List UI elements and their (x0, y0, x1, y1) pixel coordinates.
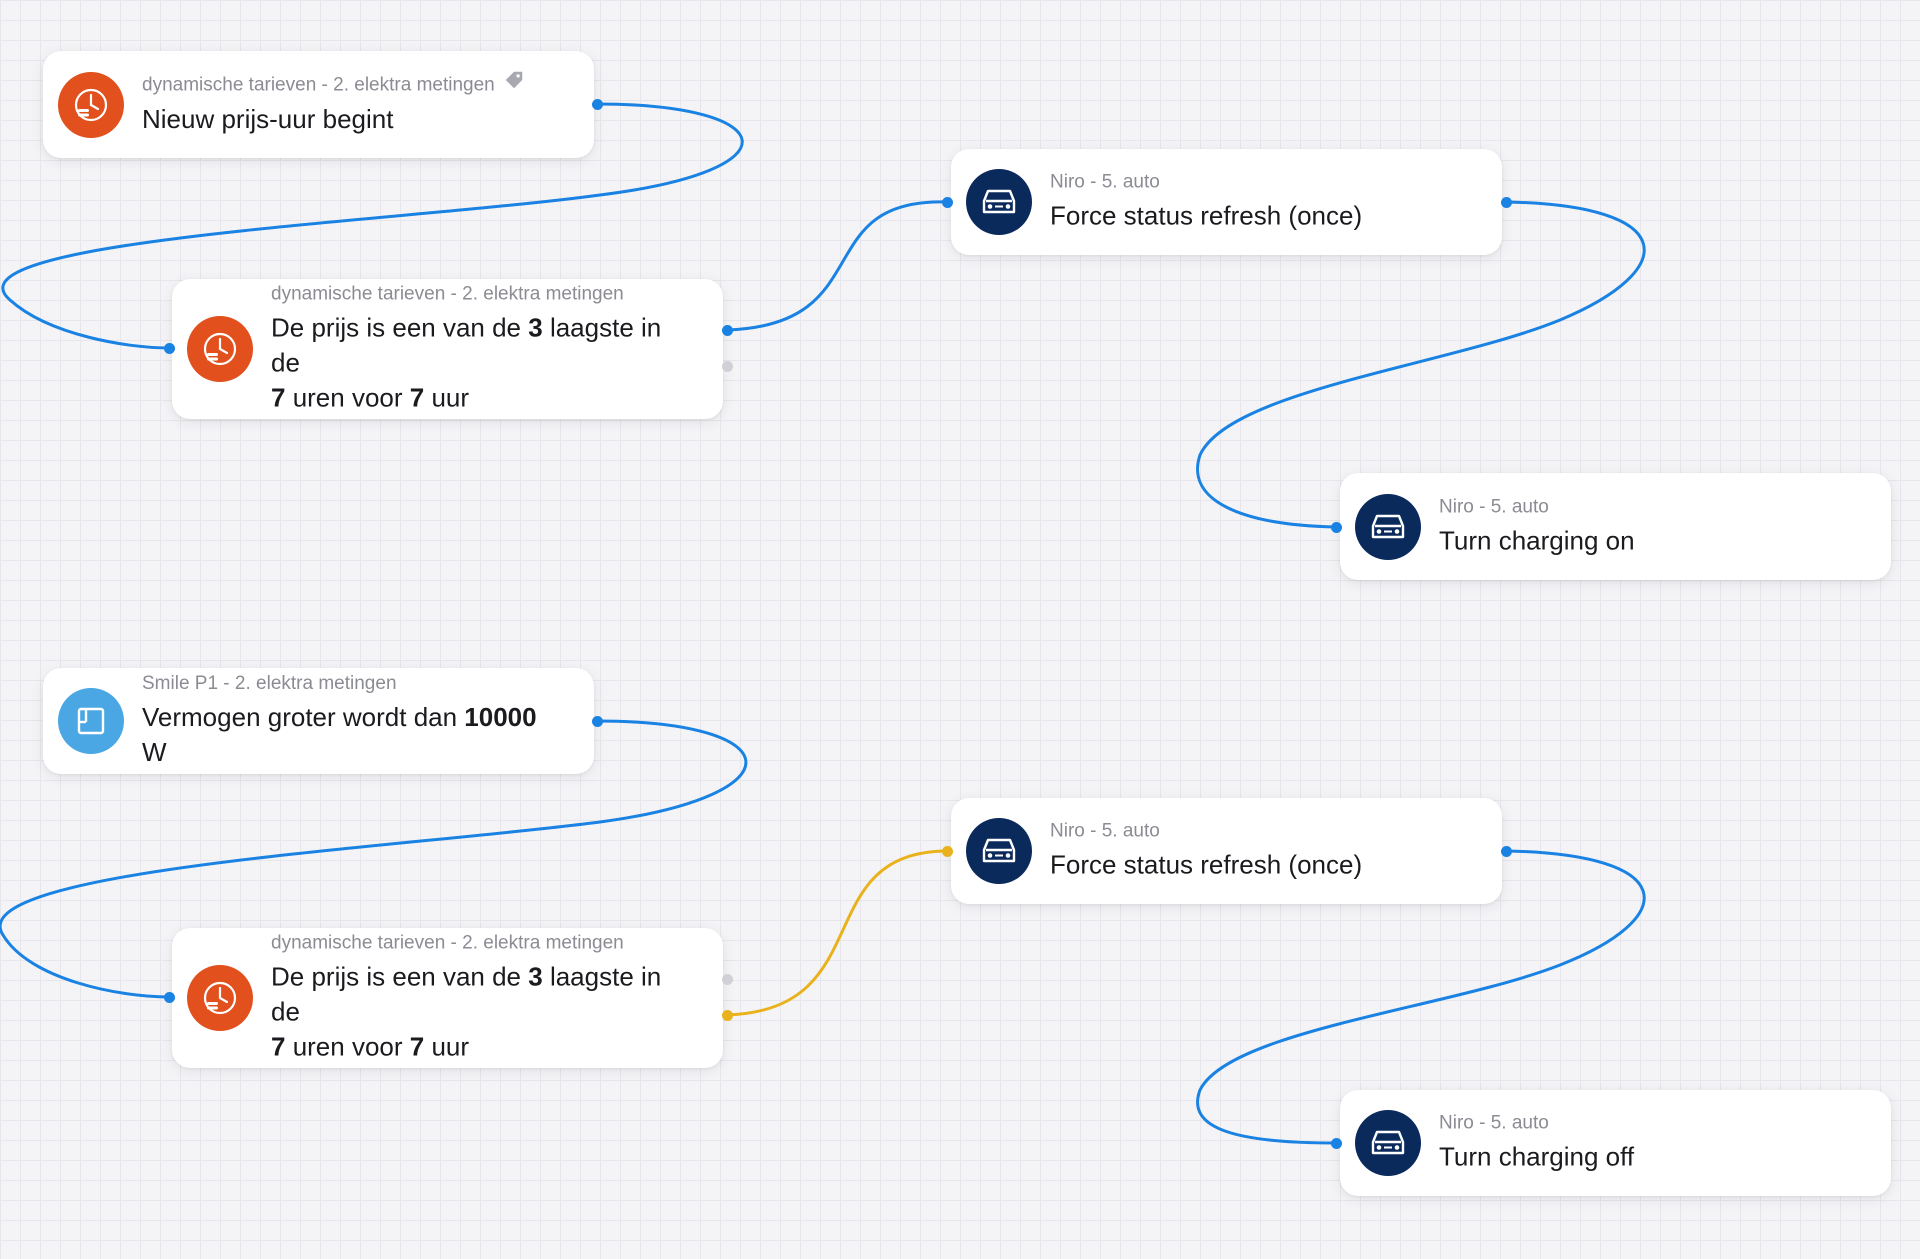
input-port[interactable] (941, 196, 953, 208)
card-text: Niro - 5. auto Turn charging off (1439, 1112, 1863, 1175)
tariff-clock-icon (187, 965, 253, 1031)
card-title: Force status refresh (once) (1050, 849, 1363, 880)
card-subtitle: dynamische tarieven - 2. elektra metinge… (271, 932, 624, 954)
card-subtitle: Niro - 5. auto (1050, 171, 1160, 193)
card-text: Smile P1 - 2. elektra metingen Vermogen … (142, 672, 566, 770)
action-card-charging-on[interactable]: Niro - 5. auto Turn charging on (1340, 473, 1891, 580)
card-text: Niro - 5. auto Force status refresh (onc… (1050, 820, 1474, 883)
wire-cond2-to-action3[interactable] (726, 849, 948, 1017)
card-title: Turn charging on (1439, 525, 1635, 555)
car-icon (966, 818, 1032, 884)
input-port[interactable] (163, 342, 175, 354)
card-title: Nieuw prijs-uur begint (142, 103, 394, 134)
input-port[interactable] (163, 991, 175, 1003)
input-port[interactable] (1330, 1137, 1342, 1149)
card-title: Vermogen groter wordt dan 10000 W (142, 702, 537, 767)
input-port[interactable] (1330, 521, 1342, 533)
wire-action1-to-action2[interactable] (1196, 200, 1646, 529)
true-output-port[interactable] (721, 324, 733, 336)
card-subtitle: dynamische tarieven - 2. elektra metinge… (142, 71, 566, 98)
tag-icon[interactable] (503, 69, 525, 98)
output-port[interactable] (591, 715, 603, 727)
wire-cond1-to-action1[interactable] (726, 200, 948, 332)
car-icon (1355, 493, 1421, 560)
card-title: Force status refresh (once) (1050, 200, 1363, 231)
card-text: dynamische tarieven - 2. elektra metinge… (142, 71, 566, 137)
meter-box-icon (58, 688, 124, 754)
car-icon (966, 169, 1032, 235)
tariff-clock-icon (187, 316, 253, 382)
output-port[interactable] (1500, 196, 1512, 208)
card-title: Turn charging off (1439, 1141, 1635, 1172)
action-card-force-refresh[interactable]: Niro - 5. auto Force status refresh (onc… (951, 149, 1502, 255)
card-subtitle: Niro - 5. auto (1439, 496, 1549, 517)
trigger-card-new-price-hour[interactable]: dynamische tarieven - 2. elektra metinge… (43, 51, 594, 158)
card-text: Niro - 5. auto Turn charging on (1439, 495, 1863, 558)
true-output-port[interactable] (721, 973, 733, 985)
trigger-card-power-threshold[interactable]: Smile P1 - 2. elektra metingen Vermogen … (43, 668, 594, 774)
wire-trigger1-to-cond1[interactable] (1, 102, 744, 350)
card-text: dynamische tarieven - 2. elektra metinge… (271, 283, 695, 416)
input-port[interactable] (941, 845, 953, 857)
false-output-port[interactable] (721, 360, 733, 372)
card-text: dynamische tarieven - 2. elektra metinge… (271, 932, 695, 1065)
card-text: Niro - 5. auto Force status refresh (onc… (1050, 171, 1474, 234)
output-port[interactable] (591, 98, 603, 110)
wire-action3-to-action4[interactable] (1196, 849, 1646, 1145)
condition-card-lowest-price[interactable]: dynamische tarieven - 2. elektra metinge… (172, 279, 723, 419)
action-card-force-refresh[interactable]: Niro - 5. auto Force status refresh (onc… (951, 798, 1502, 904)
card-subtitle: dynamische tarieven - 2. elektra metinge… (271, 283, 624, 305)
card-subtitle: Niro - 5. auto (1439, 1112, 1549, 1134)
card-subtitle: Niro - 5. auto (1050, 820, 1160, 842)
wire-trigger2-to-cond2[interactable] (0, 719, 748, 999)
car-icon (1355, 1110, 1421, 1176)
output-port[interactable] (1500, 845, 1512, 857)
tariff-clock-icon (58, 71, 124, 138)
false-output-port[interactable] (721, 1009, 733, 1021)
card-subtitle: Smile P1 - 2. elektra metingen (142, 673, 397, 694)
action-card-charging-off[interactable]: Niro - 5. auto Turn charging off (1340, 1090, 1891, 1196)
condition-card-lowest-price[interactable]: dynamische tarieven - 2. elektra metinge… (172, 928, 723, 1068)
